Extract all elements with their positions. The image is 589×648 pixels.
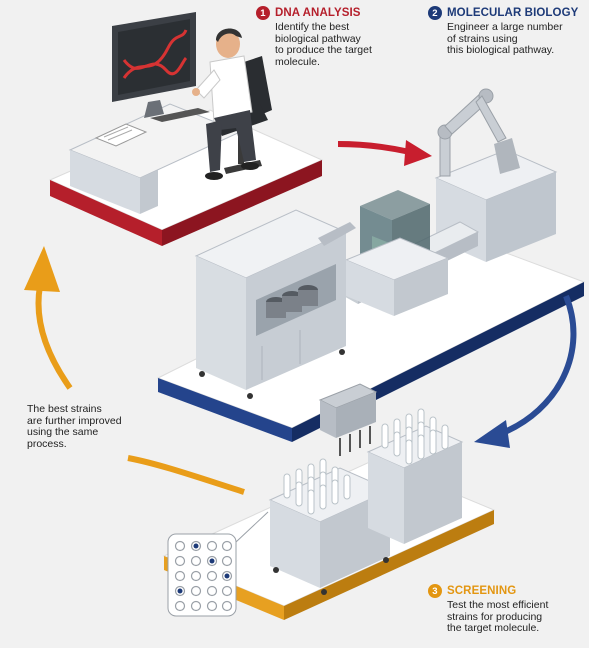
test-tube-rack-icon (268, 383, 464, 595)
step-number-badge: 1 (256, 6, 270, 20)
step-number-badge: 2 (428, 6, 442, 20)
step-dna-analysis: 1 DNA ANALYSIS Identify the best biologi… (256, 6, 372, 68)
liquid-handler-icon (194, 209, 356, 399)
dna-monitor-icon (112, 12, 210, 122)
loop-note: The best strains are further improved us… (27, 403, 122, 450)
step-title: DNA ANALYSIS (275, 7, 361, 19)
desk (68, 103, 242, 214)
step-description: Engineer a large number of strains using… (447, 21, 563, 56)
step-number-badge: 3 (428, 584, 442, 598)
step-description: Test the most efficient strains for prod… (447, 599, 549, 634)
incubator-box (344, 190, 450, 316)
step-title: SCREENING (447, 585, 517, 597)
step-screening: 3 SCREENING Test the most efficient stra… (428, 584, 548, 635)
arrow-step1-to-step2 (337, 140, 432, 166)
arrow-step2-to-step3 (474, 294, 577, 448)
step-description: Identify the best biological pathway to … (275, 21, 372, 68)
multiwell-plate-icon (167, 511, 269, 617)
scientist-icon (192, 28, 272, 180)
step-molecular-biology: 2 MOLECULAR BIOLOGY Engineer a large num… (428, 6, 578, 57)
arrow-improvement-loop (24, 246, 245, 495)
step-title: MOLECULAR BIOLOGY (447, 7, 579, 19)
